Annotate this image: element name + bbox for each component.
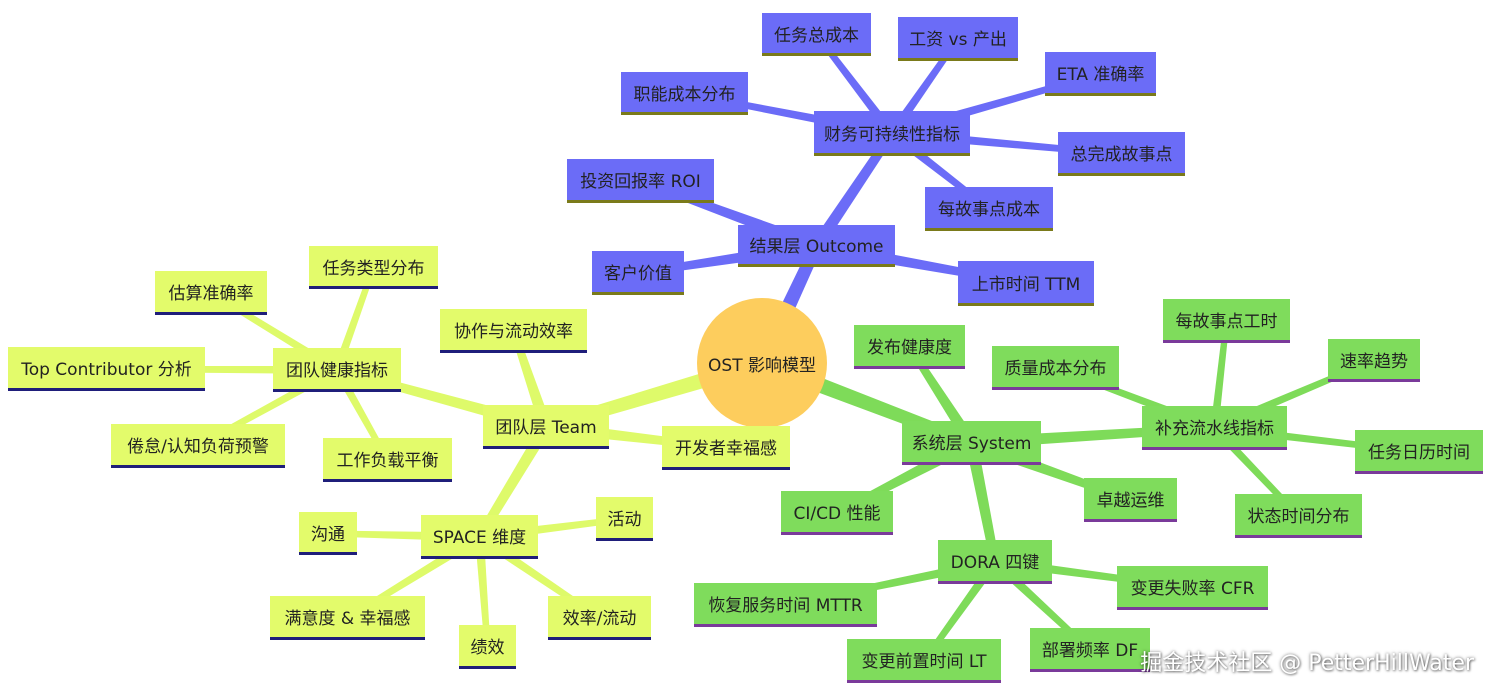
dora-label: DORA 四键 xyxy=(950,553,1040,573)
outcome-child-label: 投资回报率 ROI xyxy=(580,172,701,192)
root-label: OST 影响模型 xyxy=(708,355,816,376)
connector xyxy=(475,423,552,540)
connector xyxy=(906,345,977,447)
finance-child-node[interactable]: ETA 准确率 xyxy=(1045,52,1156,96)
dora-child-node[interactable]: 部署频率 DF xyxy=(1030,628,1150,672)
system-node[interactable]: 系统层 System xyxy=(902,421,1041,465)
outcome-child-node[interactable]: 客户价值 xyxy=(592,251,684,295)
system-child-node[interactable]: 发布健康度 xyxy=(854,325,965,369)
connector xyxy=(921,559,999,663)
root-node[interactable]: OST 影响模型 xyxy=(697,298,827,428)
team-child-node[interactable]: 协作与流动效率 xyxy=(440,309,587,353)
space-child-node[interactable]: 活动 xyxy=(596,497,653,541)
team-child-label: 开发者幸福感 xyxy=(675,439,777,459)
outcome-child-label: 客户价值 xyxy=(604,264,672,284)
health-child-label: 倦怠/认知负荷预警 xyxy=(127,437,269,457)
space-child-label: 绩效 xyxy=(470,638,505,658)
team-child-node[interactable]: 开发者幸福感 xyxy=(662,426,790,470)
finance-child-label: 总完成故事点 xyxy=(1070,145,1173,165)
pipeline-child-node[interactable]: 任务日历时间 xyxy=(1355,430,1483,474)
dora-child-label: 恢复服务时间 MTTR xyxy=(708,596,863,616)
pipeline-child-label: 状态时间分布 xyxy=(1247,507,1350,527)
dora-child-node[interactable]: 恢复服务时间 MTTR xyxy=(694,583,877,627)
outcome-node[interactable]: 结果层 Outcome xyxy=(738,225,895,267)
system-child-label: 发布健康度 xyxy=(867,338,952,358)
space-label: SPACE 维度 xyxy=(432,528,527,548)
pipeline-child-node[interactable]: 状态时间分布 xyxy=(1235,494,1362,538)
health-child-node[interactable]: 任务类型分布 xyxy=(309,246,438,289)
finance-child-label: 每故事点成本 xyxy=(938,200,1040,220)
health-child-node[interactable]: 倦怠/认知负荷预警 xyxy=(111,424,285,468)
health-child-label: 估算准确率 xyxy=(168,284,254,304)
space-child-node[interactable]: 满意度 & 幸福感 xyxy=(270,596,425,640)
health-child-node[interactable]: 估算准确率 xyxy=(155,271,267,315)
space-child-label: 效率/流动 xyxy=(562,609,637,629)
system-child-node[interactable]: CI/CD 性能 xyxy=(781,491,893,535)
finance-child-label: 任务总成本 xyxy=(774,25,859,46)
space-child-node[interactable]: 沟通 xyxy=(299,512,357,555)
finance-child-label: 工资 vs 产出 xyxy=(909,30,1007,50)
pipeline-child-label: 速率趋势 xyxy=(1340,351,1408,372)
space-child-label: 活动 xyxy=(607,510,642,530)
system-child-node[interactable]: 卓越运维 xyxy=(1084,478,1177,522)
finance-child-node[interactable]: 每故事点成本 xyxy=(925,187,1053,231)
pipeline-node[interactable]: 补充流水线指标 xyxy=(1142,406,1287,450)
dora-child-label: 变更失败率 CFR xyxy=(1130,579,1255,599)
team-label: 团队层 Team xyxy=(495,418,597,438)
finance-child-node[interactable]: 任务总成本 xyxy=(762,13,871,56)
space-node[interactable]: SPACE 维度 xyxy=(421,515,538,559)
team-health-label: 团队健康指标 xyxy=(286,361,388,381)
team-child-label: 协作与流动效率 xyxy=(454,322,573,342)
dora-child-node[interactable]: 变更前置时间 LT xyxy=(847,639,1001,683)
pipeline-child-label: 任务日历时间 xyxy=(1368,443,1470,463)
pipeline-child-node[interactable]: 每故事点工时 xyxy=(1163,299,1290,343)
finance-child-node[interactable]: 总完成故事点 xyxy=(1058,132,1185,176)
finance-child-label: 职能成本分布 xyxy=(633,84,736,105)
space-child-node[interactable]: 绩效 xyxy=(459,625,516,669)
outcome-label: 结果层 Outcome xyxy=(749,237,884,257)
space-child-label: 满意度 & 幸福感 xyxy=(284,609,411,629)
dora-child-label: 部署频率 DF xyxy=(1041,641,1139,661)
system-label: 系统层 System xyxy=(911,434,1032,454)
pipeline-child-label: 每故事点工时 xyxy=(1175,312,1278,332)
dora-child-label: 变更前置时间 LT xyxy=(861,652,987,672)
health-child-label: 工作负载平衡 xyxy=(336,451,439,471)
outcome-child-label: 上市时间 TTM xyxy=(971,274,1081,295)
dora-node[interactable]: DORA 四键 xyxy=(938,540,1052,584)
team-health-node[interactable]: 团队健康指标 xyxy=(273,348,401,392)
health-child-node[interactable]: 工作负载平衡 xyxy=(323,438,452,482)
watermark: 掘金技术社区 @ PetterHillWater xyxy=(1140,651,1474,676)
health-child-label: Top Contributor 分析 xyxy=(21,360,192,380)
connector xyxy=(333,266,377,372)
health-child-label: 任务类型分布 xyxy=(322,258,425,279)
system-child-label: 卓越运维 xyxy=(1096,491,1165,511)
system-child-label: CI/CD 性能 xyxy=(793,504,881,524)
finance-label: 财务可持续性指标 xyxy=(824,124,960,145)
connector xyxy=(475,536,491,648)
pipeline-child-node[interactable]: 速率趋势 xyxy=(1328,339,1420,382)
pipeline-child-node[interactable]: 质量成本分布 xyxy=(992,346,1119,390)
connector xyxy=(811,130,896,250)
pipeline-child-label: 质量成本分布 xyxy=(1004,359,1107,379)
finance-child-node[interactable]: 职能成本分布 xyxy=(621,72,748,115)
finance-node[interactable]: 财务可持续性指标 xyxy=(814,111,970,156)
dora-child-node[interactable]: 变更失败率 CFR xyxy=(1117,566,1268,610)
connector xyxy=(965,441,1000,563)
health-child-node[interactable]: Top Contributor 分析 xyxy=(8,347,205,391)
outcome-child-node[interactable]: 上市时间 TTM xyxy=(958,261,1094,306)
space-child-node[interactable]: 效率/流动 xyxy=(548,596,651,640)
finance-child-label: ETA 准确率 xyxy=(1056,65,1145,85)
connector xyxy=(814,32,896,137)
connector xyxy=(510,329,552,429)
space-child-label: 沟通 xyxy=(311,524,345,545)
finance-child-node[interactable]: 工资 vs 产出 xyxy=(898,17,1018,61)
team-node[interactable]: 团队层 Team xyxy=(483,405,609,449)
pipeline-label: 补充流水线指标 xyxy=(1155,419,1274,439)
outcome-child-node[interactable]: 投资回报率 ROI xyxy=(567,159,714,203)
connector xyxy=(1210,320,1230,429)
